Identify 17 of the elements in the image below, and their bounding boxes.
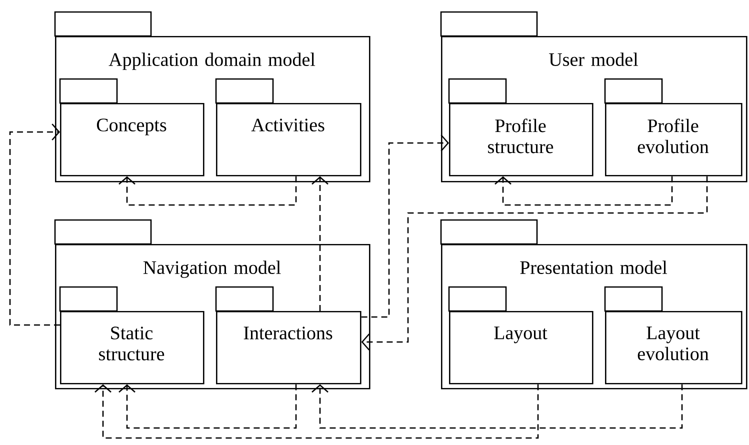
subpackage-box: Layout evolution bbox=[604, 286, 742, 384]
dependency-arrow bbox=[118, 384, 297, 429]
dependency-arrow bbox=[361, 134, 449, 318]
dependency-arrow bbox=[118, 176, 297, 206]
subpackage-box: Interactions bbox=[215, 286, 362, 384]
dependency-arrow bbox=[361, 176, 708, 350]
subpackage-box: Activities bbox=[215, 78, 362, 176]
dependency-arrow bbox=[312, 176, 328, 311]
subpackage-box: Layout bbox=[448, 286, 594, 384]
subpackage-box: Profile evolution bbox=[604, 78, 742, 176]
dependency-arrow bbox=[494, 176, 673, 206]
dependency-arrow bbox=[312, 384, 683, 429]
subpackage-box: Concepts bbox=[59, 78, 204, 176]
dependency-arrow bbox=[94, 384, 539, 439]
subpackage-box: Profile structure bbox=[448, 78, 594, 176]
subpackage-box: Static structure bbox=[59, 286, 204, 384]
dependency-arrow bbox=[9, 124, 60, 326]
